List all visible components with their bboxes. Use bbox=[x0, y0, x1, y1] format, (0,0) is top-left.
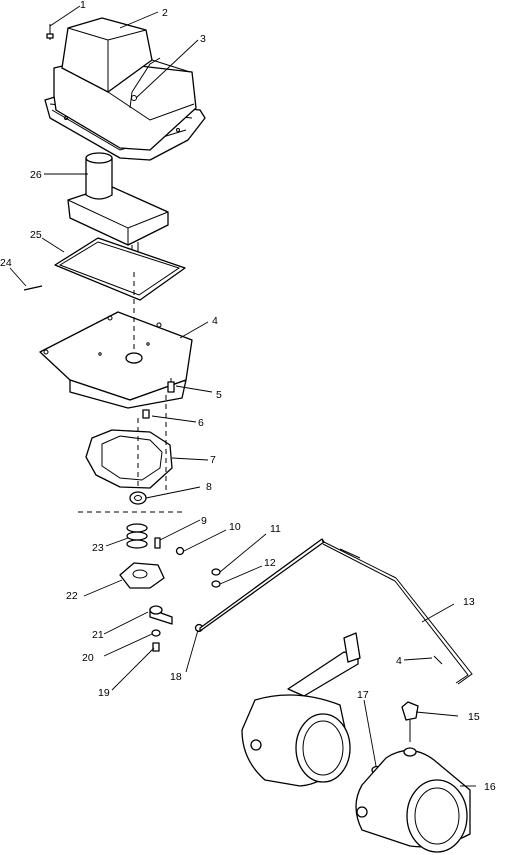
part-nut-10 bbox=[175, 546, 185, 556]
part-seal-8 bbox=[129, 491, 147, 505]
leader-lines bbox=[9, 5, 476, 787]
part-gasket-25 bbox=[54, 237, 186, 301]
callout-22: 22 bbox=[66, 590, 78, 602]
callout-8: 8 bbox=[206, 481, 212, 493]
part-spring-23 bbox=[126, 523, 148, 549]
callout-9: 9 bbox=[201, 515, 207, 527]
callout-17: 17 bbox=[357, 689, 369, 701]
part-fitting-15 bbox=[401, 701, 419, 742]
part-cam-22 bbox=[119, 562, 165, 589]
part-rod-13 bbox=[199, 538, 473, 685]
callout-19: 19 bbox=[98, 687, 110, 699]
part-cover bbox=[44, 17, 206, 161]
part-bolt-5 bbox=[167, 378, 175, 393]
part-washer-20 bbox=[151, 629, 161, 637]
part-housing-plate bbox=[39, 272, 193, 409]
part-washer-12 bbox=[211, 580, 221, 588]
callout-7: 7 bbox=[210, 454, 216, 466]
part-screw-4-lower bbox=[433, 655, 443, 665]
callout-labels: 1 2 3 4 4 5 6 7 8 9 10 11 12 13 15 16 17… bbox=[0, 0, 496, 793]
callout-4-lower: 4 bbox=[396, 655, 402, 667]
callout-4: 4 bbox=[212, 315, 218, 327]
callout-25: 25 bbox=[30, 229, 42, 241]
part-gasket-7 bbox=[85, 395, 173, 490]
callout-20: 20 bbox=[82, 652, 94, 664]
callout-16: 16 bbox=[484, 781, 496, 793]
callout-13: 13 bbox=[463, 596, 475, 608]
callout-1: 1 bbox=[80, 0, 86, 11]
callout-3: 3 bbox=[200, 33, 206, 45]
callout-2: 2 bbox=[162, 7, 168, 19]
callout-12: 12 bbox=[264, 557, 276, 569]
callout-11: 11 bbox=[270, 523, 281, 535]
callout-21: 21 bbox=[92, 629, 104, 641]
part-lever-21 bbox=[149, 605, 204, 633]
part-pin-24 bbox=[23, 285, 43, 291]
part-nozzle-right bbox=[355, 747, 471, 853]
part-bolt-6 bbox=[142, 409, 150, 419]
callout-24: 24 bbox=[0, 257, 12, 269]
callout-18: 18 bbox=[170, 671, 182, 683]
part-pin-9 bbox=[154, 537, 161, 549]
part-nozzle-left bbox=[241, 632, 361, 787]
callout-10: 10 bbox=[229, 521, 241, 533]
part-screw-1 bbox=[46, 24, 54, 40]
callout-23: 23 bbox=[92, 542, 104, 554]
callout-15: 15 bbox=[468, 711, 480, 723]
part-washer-11 bbox=[211, 568, 221, 576]
callout-26: 26 bbox=[30, 169, 42, 181]
part-actuator bbox=[67, 152, 169, 268]
part-bolt-19 bbox=[152, 642, 160, 652]
callout-6: 6 bbox=[198, 417, 204, 429]
callout-5: 5 bbox=[216, 389, 222, 401]
